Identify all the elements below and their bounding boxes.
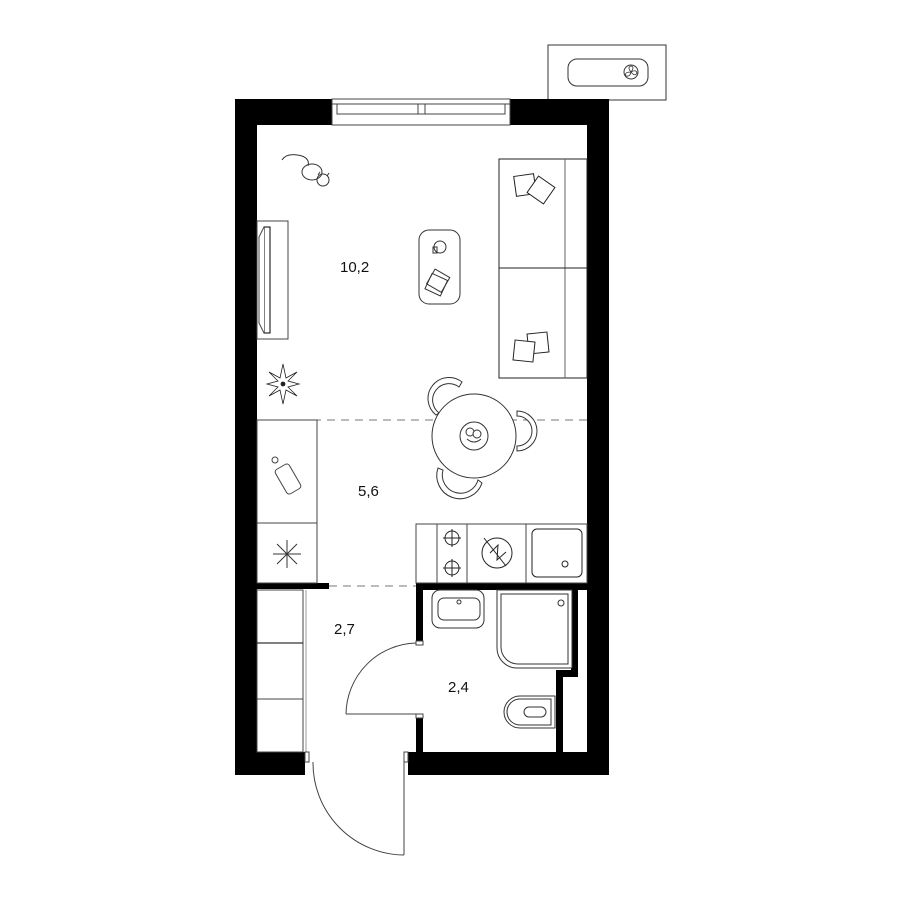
oven-icon [481,537,513,569]
stove-burner-icon [443,529,461,577]
bathroom-sink-icon [431,589,485,629]
dining-set [427,377,538,500]
toilet-icon [503,695,556,729]
shower-tray-icon [496,589,573,669]
area-label-bathroom: 2,4 [448,679,469,696]
sink-icon [531,528,583,578]
window [331,98,511,126]
chair [436,467,483,500]
kitchen-counter-right [415,523,588,584]
fan-icon [623,64,639,80]
cat-icon [281,154,330,187]
walls [235,99,609,775]
tv-stand [256,220,289,340]
wardrobe [256,589,307,753]
area-label-hallway: 2,7 [334,621,355,638]
headphones-icon [432,240,447,254]
air-conditioner-unit [547,44,667,101]
cushion-icon [512,173,556,363]
snowflake-icon [273,540,301,568]
coffee-table [418,229,461,305]
chair [516,410,538,452]
entrance-door [304,751,409,856]
plant-icon [265,363,301,405]
bathroom-door [345,640,424,719]
area-label-kitchen: 5,6 [358,483,379,500]
area-label-living: 10,2 [340,259,370,276]
chair [427,377,463,416]
sofa [498,158,588,379]
cutting-board-icon [271,456,302,495]
books-icon [424,268,451,297]
kitchen-counter-left [256,419,318,584]
